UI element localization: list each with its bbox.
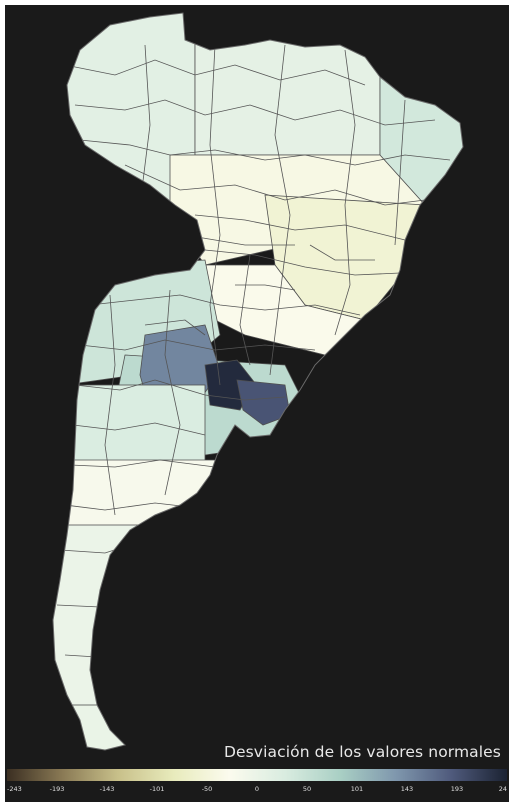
colorbar-tick-label: -50 — [201, 785, 213, 793]
colorbar-tick-label: 193 — [450, 785, 464, 793]
region-fill — [53, 524, 176, 736]
choropleth-map — [52, 12, 464, 751]
colorbar-tick-label: 50 — [302, 785, 312, 793]
colorbar-ticks: -243 -193 -143 -101 -50 0 50 101 143 193 24 — [7, 785, 507, 799]
colorbar-tick-label: -143 — [99, 785, 115, 793]
region-fill — [236, 379, 291, 426]
colorbar-tick-label: 0 — [254, 785, 260, 793]
colorbar-tick-label: 101 — [350, 785, 364, 793]
colorbar-gradient — [7, 769, 507, 781]
colorbar-tick-label: 24 — [498, 785, 507, 793]
colorbar-tick-label: -243 — [7, 785, 22, 793]
colorbar-tick-label: 143 — [400, 785, 414, 793]
colorbar-tick-label: -101 — [149, 785, 165, 793]
region-borders — [56, 44, 451, 658]
map-panel: Desviación de los valores normales -243-… — [5, 5, 509, 802]
colorbar-tick-label: -193 — [49, 785, 65, 793]
legend-title: Desviación de los valores normales — [223, 743, 501, 761]
region-fill — [53, 384, 206, 466]
colorbar — [7, 769, 507, 781]
